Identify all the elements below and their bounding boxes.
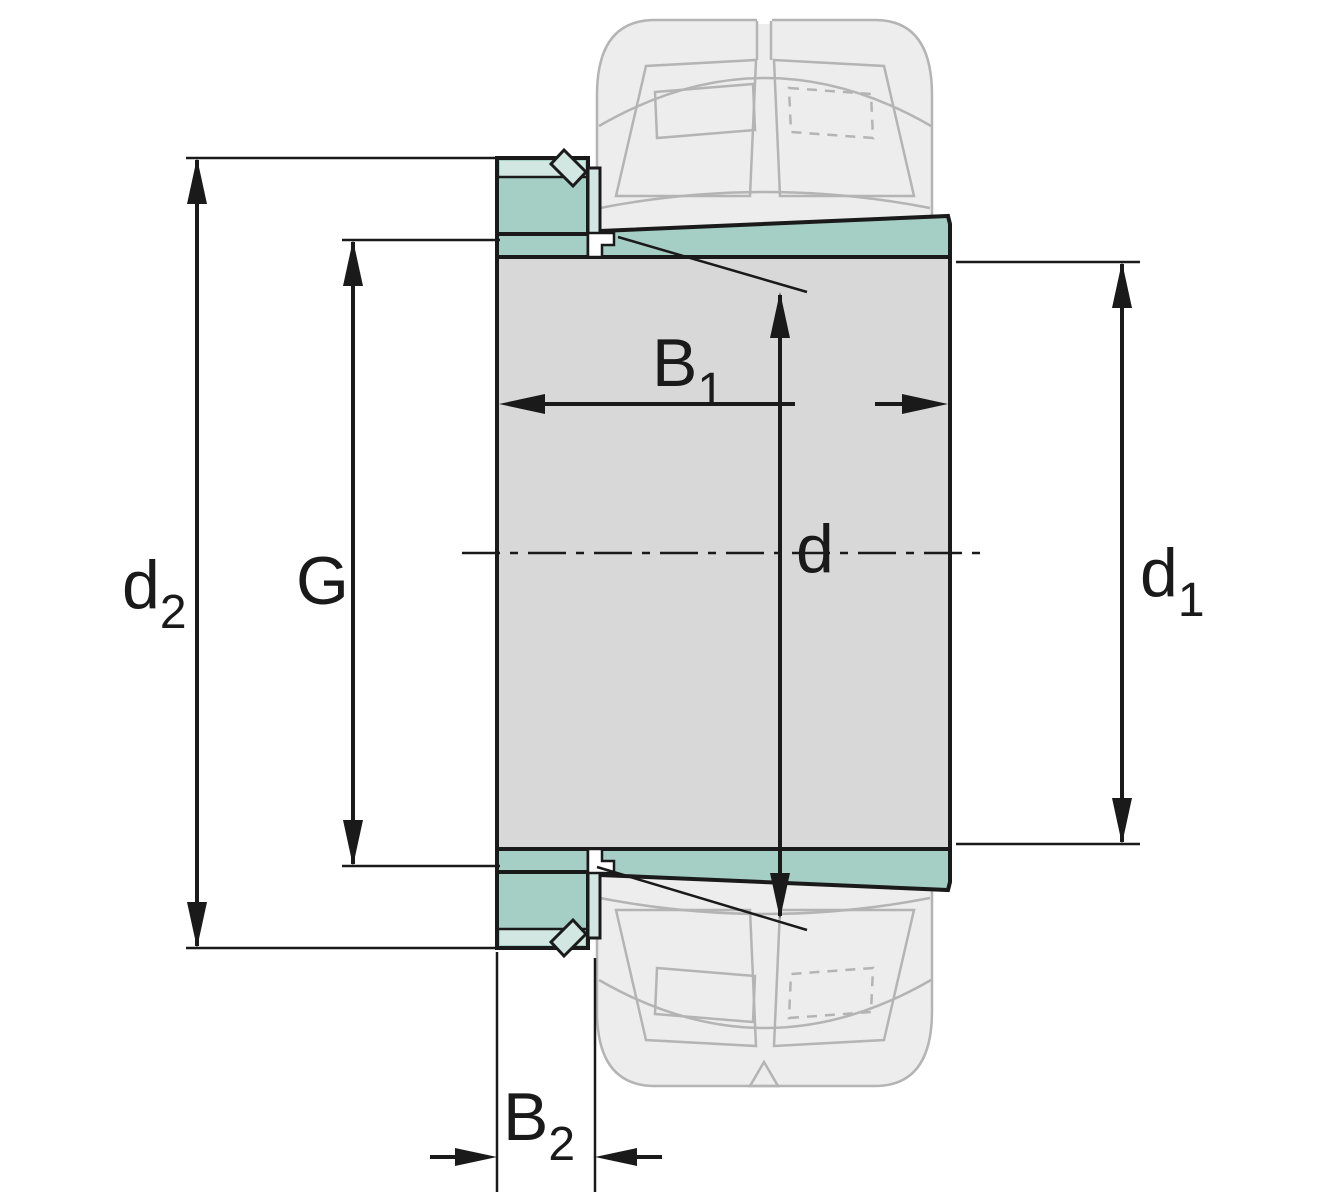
ghost-raceway-arc-bottom	[598, 978, 932, 1030]
dimension-d1: d1	[956, 260, 1205, 846]
label-B2: B2	[503, 1079, 575, 1171]
d1-arrow-down-icon	[1112, 798, 1132, 844]
ghost-roller-left-bottom	[614, 908, 758, 1048]
G-arrow-up-icon	[343, 240, 363, 286]
ghost-outer-ring-bottom	[595, 871, 934, 1088]
ghost-groove-notch-bottom	[747, 1059, 781, 1088]
ghost-inner-ring-arc-top	[599, 190, 931, 210]
ghost-roller-right-hidden-window-top	[787, 86, 875, 140]
B1-arrow-left-icon	[499, 394, 545, 414]
dimension-d: d	[596, 235, 834, 932]
d2-arrow-up-icon	[187, 158, 207, 204]
ghost-roller-right-hidden-window-bottom	[787, 966, 875, 1020]
B2-arrow-right-icon	[455, 1148, 497, 1166]
d-arrow-up-icon	[770, 292, 790, 338]
ghost-bearing-top	[595, 15, 934, 235]
label-G: G	[296, 543, 349, 619]
lock-washer-tab-bottom	[548, 917, 589, 959]
ghost-split-gap-top	[757, 15, 772, 24]
dimension-d2: d2	[122, 156, 500, 950]
d2-arrow-down-icon	[187, 902, 207, 948]
label-B1: B1	[652, 325, 724, 417]
lock-nut-top	[495, 147, 616, 259]
label-d: d	[796, 511, 834, 587]
d-leader-bottom	[596, 865, 808, 932]
B2-arrow-left-icon	[595, 1148, 637, 1166]
d1-arrow-up-icon	[1112, 262, 1132, 308]
dimension-G: G	[296, 238, 500, 868]
ghost-bearing-bottom	[595, 871, 934, 1088]
d-leader-top	[617, 235, 808, 294]
ghost-roller-right-top	[772, 58, 916, 198]
B1-arrow-right-icon	[902, 394, 948, 414]
label-d1: d1	[1140, 535, 1205, 627]
ghost-roller-right-bottom	[772, 908, 916, 1048]
ghost-raceway-arc-top	[598, 76, 932, 128]
label-d2: d2	[122, 547, 187, 639]
ghost-roller-left-top	[614, 58, 758, 198]
ghost-inner-ring-arc-bottom	[599, 896, 931, 916]
lock-washer-tab-top	[548, 147, 589, 189]
G-arrow-down-icon	[343, 820, 363, 866]
ghost-roller-left-window-bottom	[653, 966, 757, 1024]
dimension-B1: B1	[499, 325, 948, 417]
ghost-outer-ring-top	[595, 18, 934, 235]
washer-slot-notch-top	[586, 231, 616, 259]
d-arrow-down-icon	[770, 873, 790, 919]
dimension-B2: B2	[430, 952, 662, 1192]
ghost-roller-left-window-top	[653, 82, 757, 140]
lock-nut-bottom	[495, 847, 616, 959]
